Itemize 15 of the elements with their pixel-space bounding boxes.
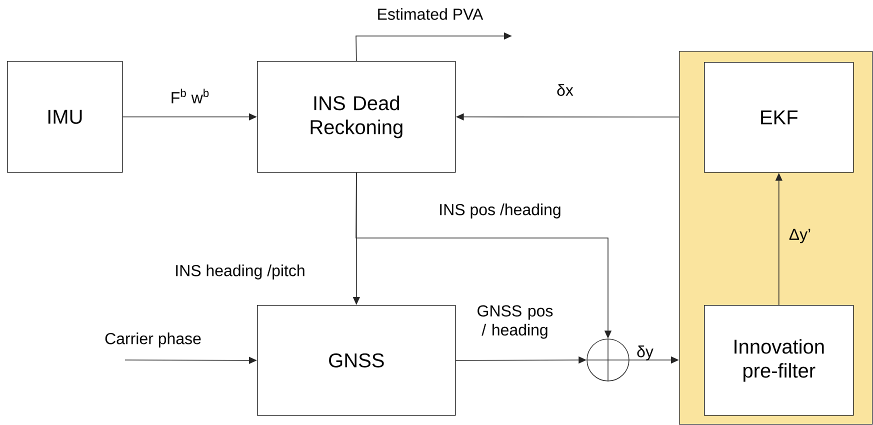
edge-label: δy [637, 346, 654, 360]
edge-label: δx [557, 84, 574, 96]
process-box: Innovation pre-filter [704, 305, 854, 416]
edge-label: GNSS pos / heading [478, 305, 553, 339]
edge-label: INS pos /heading [440, 204, 560, 218]
process-box: IMU [7, 61, 123, 173]
edge-label: Estimated PVA [378, 8, 484, 20]
process-box: INS Dead Reckoning [257, 61, 456, 173]
process-box: EKF [704, 62, 854, 173]
summing-junction [586, 338, 630, 382]
process-box: GNSS [257, 305, 456, 416]
edge-label: F$^{b}$ w$^{b}$ [172, 88, 209, 104]
edge-label: Δy’ [789, 228, 810, 244]
edge-label: INS heading /pitch [176, 264, 304, 280]
edge-label: Carrier phase [105, 332, 201, 348]
